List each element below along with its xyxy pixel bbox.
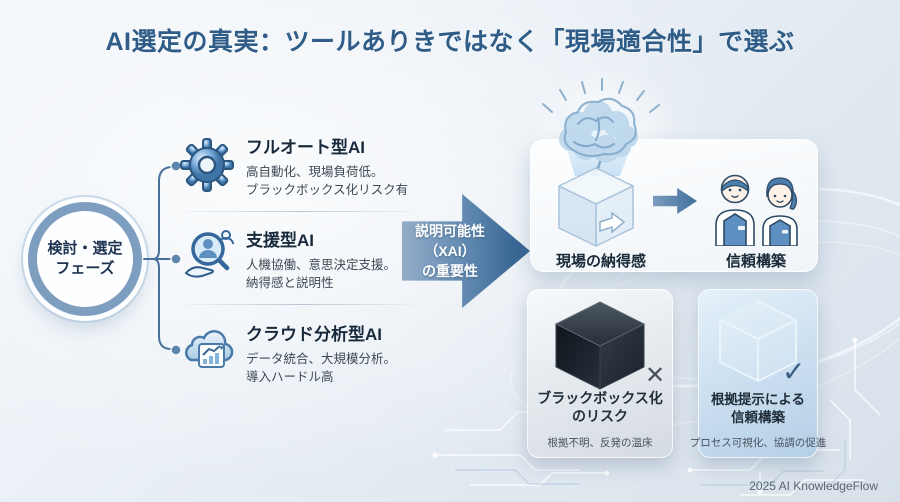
outcome-right-label: 信頼構築 — [725, 253, 786, 270]
trust-panel-title: 根拠提示による 信頼構築 — [710, 392, 806, 425]
ai-type-item-fullauto: フルオート型AI 高自動化、現場負荷低。 ブラックボックス化リスク有 — [246, 133, 461, 199]
footer-credit: 2025 AI KnowledgeFlow — [749, 479, 878, 493]
xai-label-line1: 説明可能性 — [415, 222, 485, 239]
xai-label-line2: （XAI） — [424, 242, 476, 259]
xai-arrow-label: 説明可能性 （XAI） の重要性 — [404, 206, 496, 296]
check-mark-icon: ✓ — [782, 356, 806, 387]
blackbox-risk-panel: ✕ ブラックボックス化 のリスク 根拠不明、反発の温床 — [527, 289, 673, 458]
gear-icon — [178, 136, 236, 194]
ai-type-desc-line1: 高自動化、現場負荷低。 — [246, 165, 384, 179]
ai-type-desc-line2: 納得感と説明性 — [246, 276, 334, 291]
cross-mark-icon: ✕ — [645, 362, 666, 389]
item-divider — [186, 211, 414, 212]
risk-panel-title: ブラックボックス化 のリスク — [537, 390, 663, 425]
ai-type-title: フルオート型AI — [246, 138, 365, 157]
black-cube-icon — [554, 301, 646, 390]
risk-panel-subtitle: 根拠不明、反発の温床 — [547, 437, 653, 449]
phase-label-line2: フェーズ — [55, 260, 115, 277]
phase-circle: 検討・選定 フェーズ — [28, 202, 142, 316]
ai-type-item-cloud: クラウド分析型AI データ統合、大規模分析。 導入ハードル高 — [246, 320, 461, 386]
ai-type-title: クラウド分析型AI — [246, 325, 382, 344]
item-divider — [186, 304, 414, 305]
ai-type-desc-line2: ブラックボックス化リスク有 — [246, 183, 409, 198]
outcome-left-label: 現場の納得感 — [555, 253, 646, 270]
wireframe-cube-icon — [719, 300, 797, 382]
xai-label-line3: の重要性 — [422, 263, 478, 280]
trust-panel: ✓ 根拠提示による 信頼構築 プロセス可視化、協調の促進 — [690, 289, 826, 458]
ai-type-item-support: 支援型AI 人機協働、意思決定支援。 納得感と説明性 — [246, 226, 461, 292]
phase-label-line1: 検討・選定 — [47, 239, 123, 257]
ai-type-title: 支援型AI — [246, 231, 314, 250]
page-title: AI選定の真実：ツールありきではなく「現場適合性」で選ぶ — [105, 28, 795, 56]
ai-type-desc-line1: データ統合、大規模分析。 — [246, 352, 397, 366]
ai-type-desc-line2: 導入ハードル高 — [246, 370, 334, 385]
ai-type-desc-line1: 人機協働、意思決定支援。 — [246, 258, 397, 272]
magnifier-person-icon — [178, 227, 236, 285]
cloud-analytics-icon — [178, 320, 236, 378]
trust-panel-subtitle: プロセス可視化、協調の促進 — [689, 437, 827, 449]
